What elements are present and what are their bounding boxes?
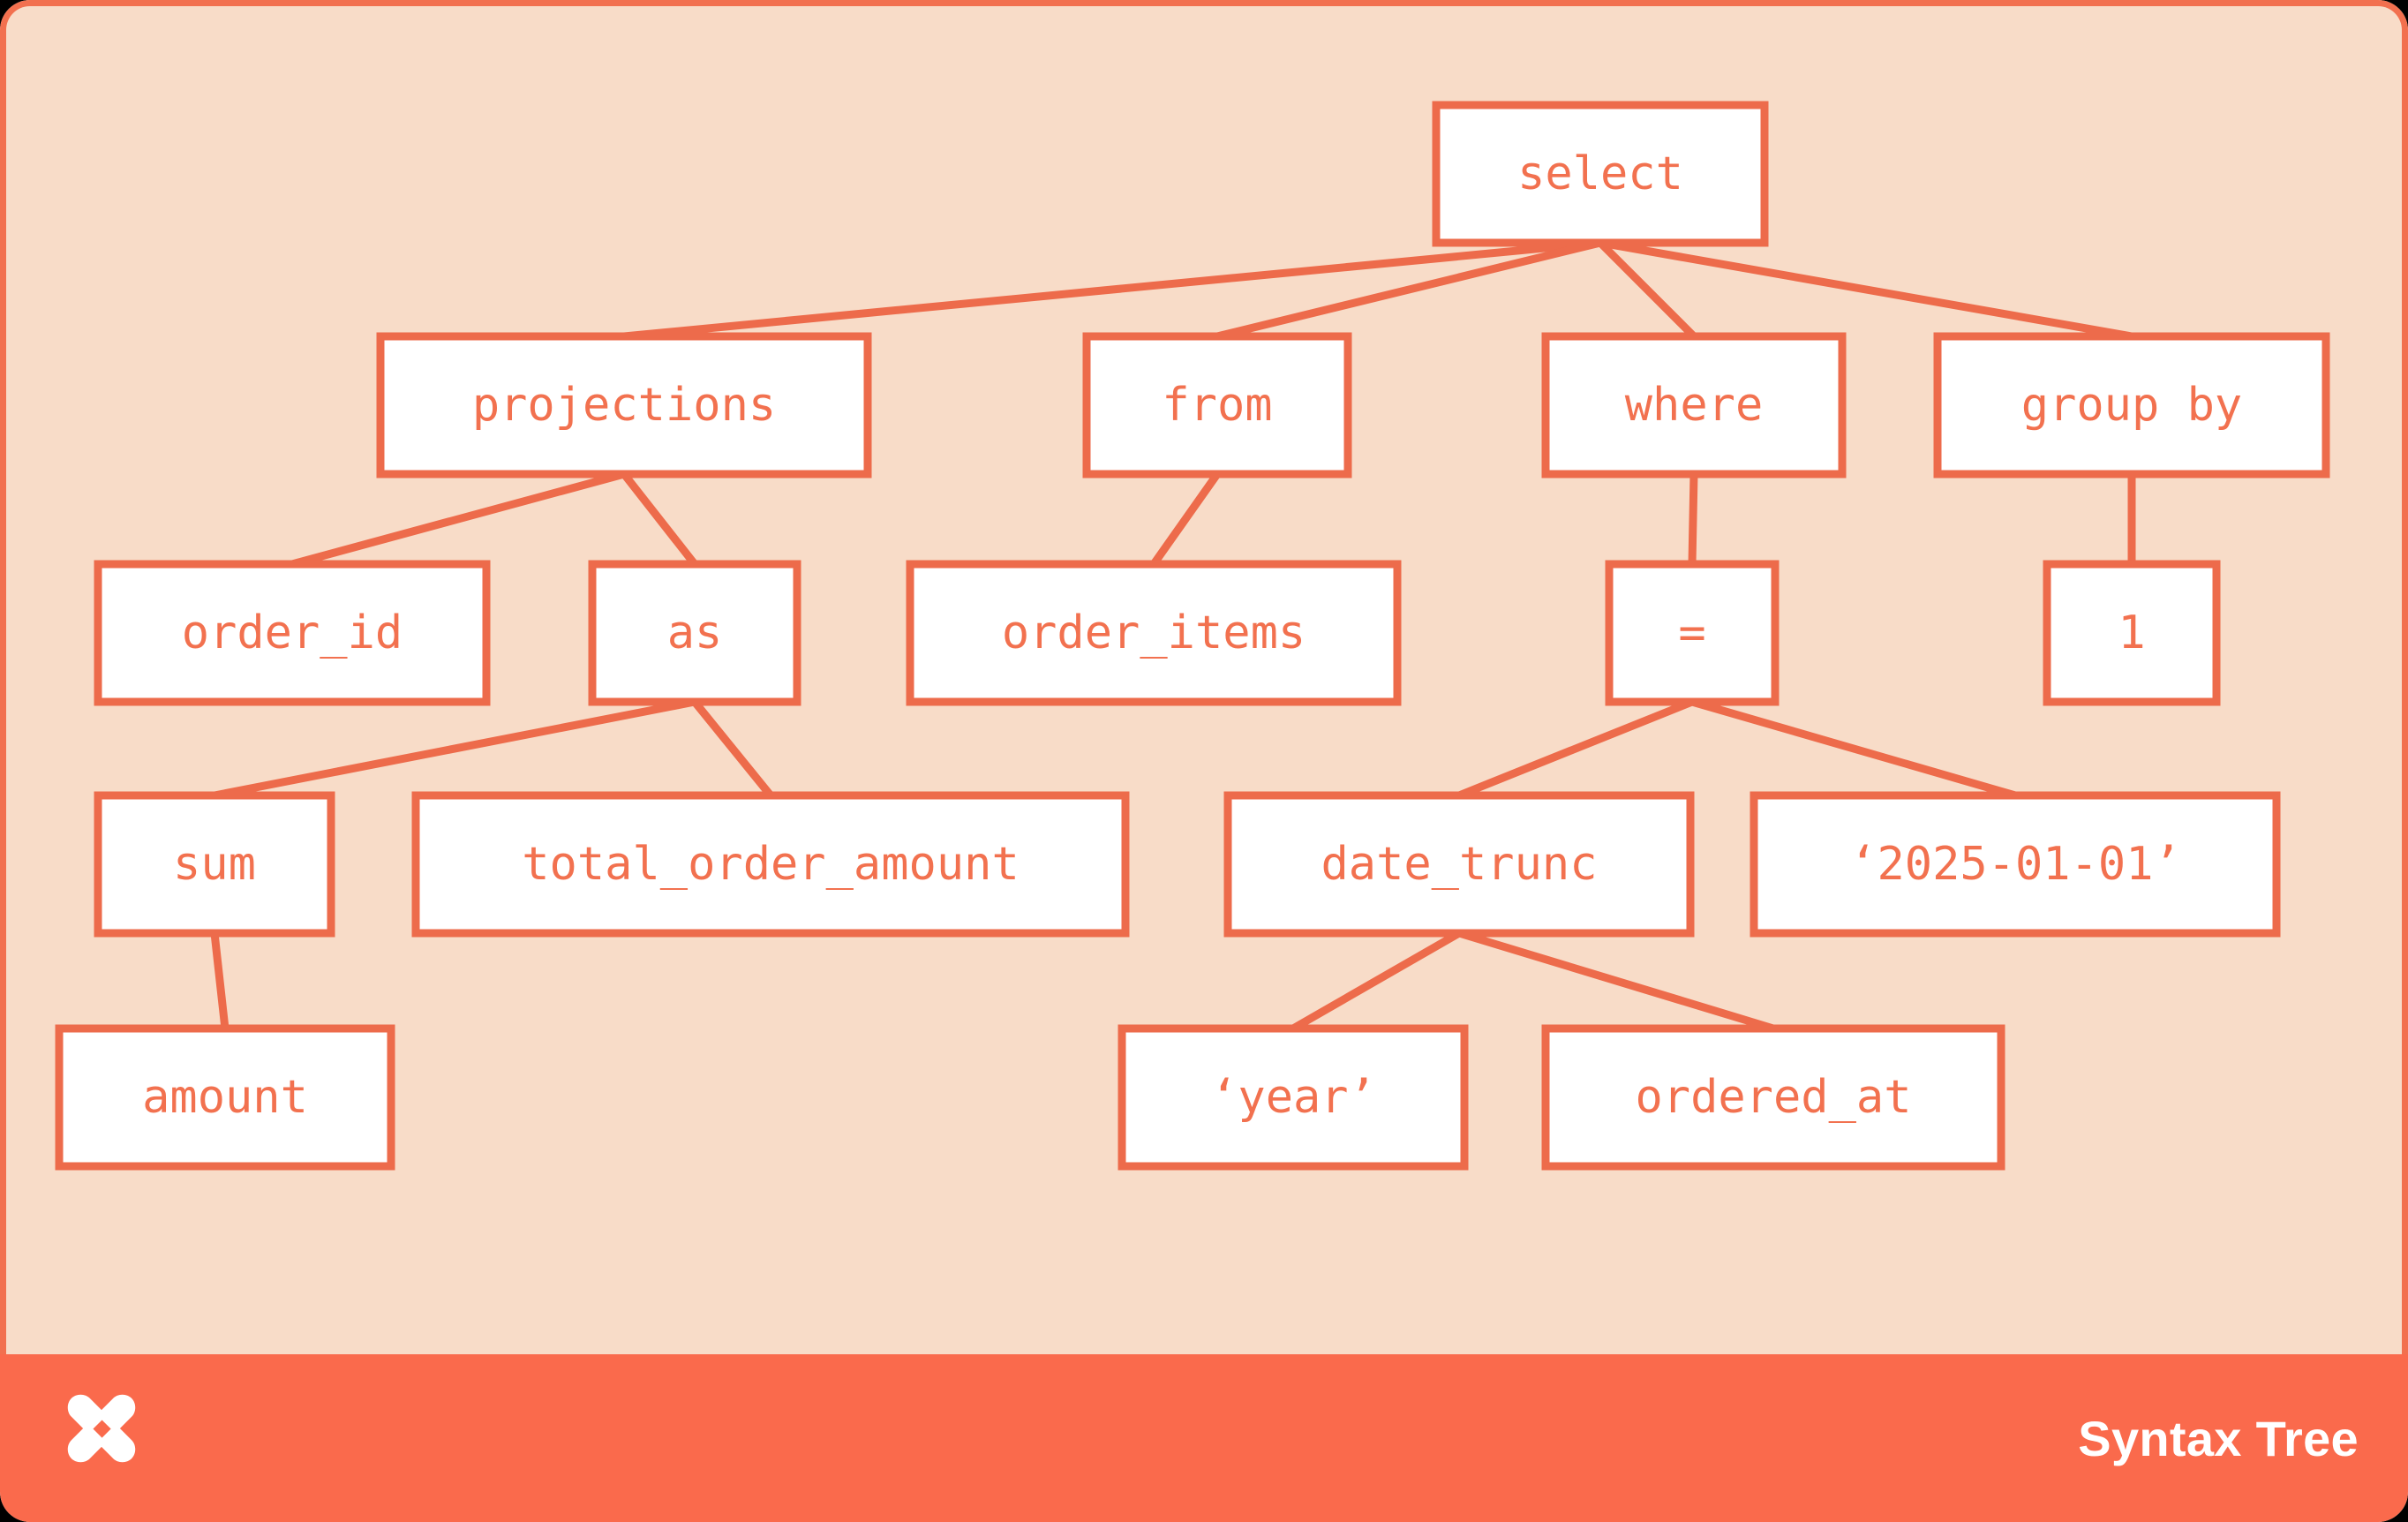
tree-node-ordered_at[interactable]: ordered_at xyxy=(1541,1024,2005,1171)
node-box xyxy=(411,791,1130,938)
node-label: select xyxy=(1517,147,1683,200)
tree-edge xyxy=(623,238,1601,341)
node-label: date_trunc xyxy=(1321,838,1597,891)
edges-group xyxy=(210,238,2136,1033)
footer-bar: Syntax Tree xyxy=(0,1354,2408,1522)
node-label: ordered_at xyxy=(1635,1071,1911,1124)
tree-edge xyxy=(290,470,626,569)
node-label: where xyxy=(1625,379,1764,432)
node-box xyxy=(1432,101,1769,247)
node-box xyxy=(1605,560,1780,706)
tree-edge xyxy=(1457,697,1694,800)
node-box xyxy=(94,560,491,706)
nodes-group: select projections from where group by order_… xyxy=(55,101,2330,1171)
tree-edge xyxy=(1597,239,1697,340)
footer-title: Syntax Tree xyxy=(2078,1410,2359,1466)
node-box xyxy=(906,560,1402,706)
tree-edge xyxy=(1291,930,1462,1032)
tree-edge xyxy=(1215,238,1602,341)
tree-node-where[interactable]: where xyxy=(1541,332,1847,478)
node-label: order_items xyxy=(1002,607,1306,659)
node-label: sum xyxy=(173,838,256,891)
node-label: total_order_amount xyxy=(522,838,1020,891)
tree-node-order_items[interactable]: order_items xyxy=(906,560,1402,706)
tree-edge xyxy=(1150,471,1221,567)
tree-edge xyxy=(1690,697,2017,800)
tree-node-eq[interactable]: = xyxy=(1605,560,1780,706)
node-box xyxy=(376,332,872,478)
node-label: from xyxy=(1162,379,1272,432)
node-label: projections xyxy=(472,379,776,432)
tree-node-order_id[interactable]: order_id xyxy=(94,560,491,706)
tree-edge xyxy=(1457,929,1775,1033)
node-box xyxy=(1117,1024,1469,1171)
node-label: order_id xyxy=(182,607,403,659)
node-label: as xyxy=(667,607,723,659)
node-label: = xyxy=(1678,607,1705,659)
node-label: ‘2025-01-01’ xyxy=(1849,838,2181,891)
diagram-canvas: select projections from where group by order_… xyxy=(0,0,2408,1354)
node-box xyxy=(2043,560,2221,706)
tree-node-group_by[interactable]: group by xyxy=(1933,332,2330,478)
node-box xyxy=(1541,332,1847,478)
node-box xyxy=(1933,332,2330,478)
tree-node-date_literal[interactable]: ‘2025-01-01’ xyxy=(1750,791,2281,938)
node-box xyxy=(588,560,801,706)
node-box xyxy=(1541,1024,2005,1171)
node-label: amount xyxy=(142,1071,308,1124)
node-box xyxy=(1082,332,1352,478)
tree-edge xyxy=(210,932,230,1029)
node-box xyxy=(55,1024,395,1171)
tree-node-amount[interactable]: amount xyxy=(55,1024,395,1171)
tree-edge xyxy=(1688,473,1698,565)
tree-edge xyxy=(1599,238,2133,341)
tree-node-total_order_amount[interactable]: total_order_amount xyxy=(411,791,1130,938)
tree-edge xyxy=(621,471,698,567)
node-box xyxy=(1223,791,1695,938)
syntax-tree-svg: select projections from where group by order_… xyxy=(55,101,2330,1171)
tree-node-select[interactable]: select xyxy=(1432,101,1769,247)
node-label: group by xyxy=(2021,379,2242,432)
tree-node-as[interactable]: as xyxy=(588,560,801,706)
tree-edge xyxy=(691,699,774,798)
tree-node-from[interactable]: from xyxy=(1082,332,1352,478)
tree-node-projections[interactable]: projections xyxy=(376,332,872,478)
tree-node-year_literal[interactable]: ‘year’ xyxy=(1117,1024,1469,1171)
node-box xyxy=(1750,791,2281,938)
node-label: 1 xyxy=(2118,607,2145,659)
tree-node-sum[interactable]: sum xyxy=(94,791,335,938)
tree-node-one[interactable]: 1 xyxy=(2043,560,2221,706)
star-x-logo xyxy=(53,1390,150,1487)
node-label: ‘year’ xyxy=(1210,1071,1376,1124)
tree-edge xyxy=(214,697,696,800)
tree-node-date_trunc[interactable]: date_trunc xyxy=(1223,791,1695,938)
node-box xyxy=(94,791,335,938)
